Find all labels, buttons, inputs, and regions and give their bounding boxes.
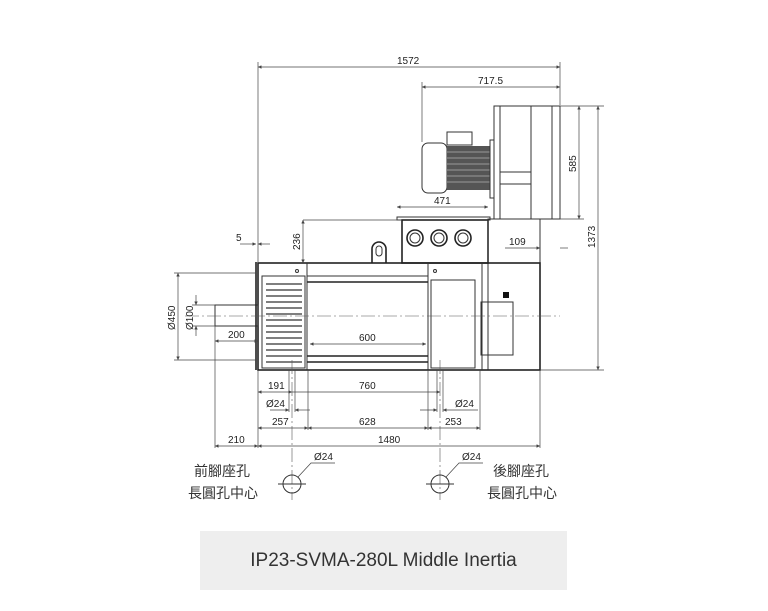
dim-471: 471 — [434, 196, 451, 207]
dim-200: 200 — [228, 330, 245, 341]
dim-5: 5 — [236, 233, 242, 244]
dim-diameter-450: Ø450 — [167, 305, 178, 330]
blower-motor — [421, 105, 561, 220]
dim-hole-front-detail: Ø24 — [314, 452, 333, 463]
front-foot-note-line1: 前腳座孔 — [194, 463, 250, 480]
dim-600: 600 — [359, 333, 376, 344]
dimension-lines — [174, 62, 604, 448]
dim-257: 257 — [272, 417, 289, 428]
dim-hole-rear: Ø24 — [455, 399, 474, 410]
dim-236: 236 — [292, 233, 303, 250]
dim-1572: 1572 — [397, 56, 420, 67]
dim-585: 585 — [568, 155, 579, 172]
rear-foot-hole — [426, 462, 483, 494]
dim-253: 253 — [445, 417, 462, 428]
terminal-box — [396, 216, 491, 264]
dim-diameter-100: Ø100 — [185, 305, 196, 330]
dim-1373: 1373 — [587, 225, 598, 248]
dim-hole-front: Ø24 — [266, 399, 285, 410]
dim-hole-rear-detail: Ø24 — [462, 452, 481, 463]
dim-717-5: 717.5 — [478, 76, 503, 87]
dim-628: 628 — [359, 417, 376, 428]
model-caption: IP23-SVMA-280L Middle Inertia — [200, 531, 567, 590]
rear-foot-note-line1: 後腳座孔 — [493, 464, 549, 480]
dim-109: 109 — [509, 237, 526, 248]
rear-foot-note-line2: 長圓孔中心 — [487, 486, 557, 502]
dim-210: 210 — [228, 435, 245, 446]
motor-body — [214, 218, 541, 371]
front-foot-note-line2: 長圓孔中心 — [188, 486, 258, 502]
front-foot-hole — [278, 462, 335, 494]
dim-760: 760 — [359, 381, 376, 392]
dim-1480: 1480 — [378, 435, 401, 446]
dim-191: 191 — [268, 381, 285, 392]
